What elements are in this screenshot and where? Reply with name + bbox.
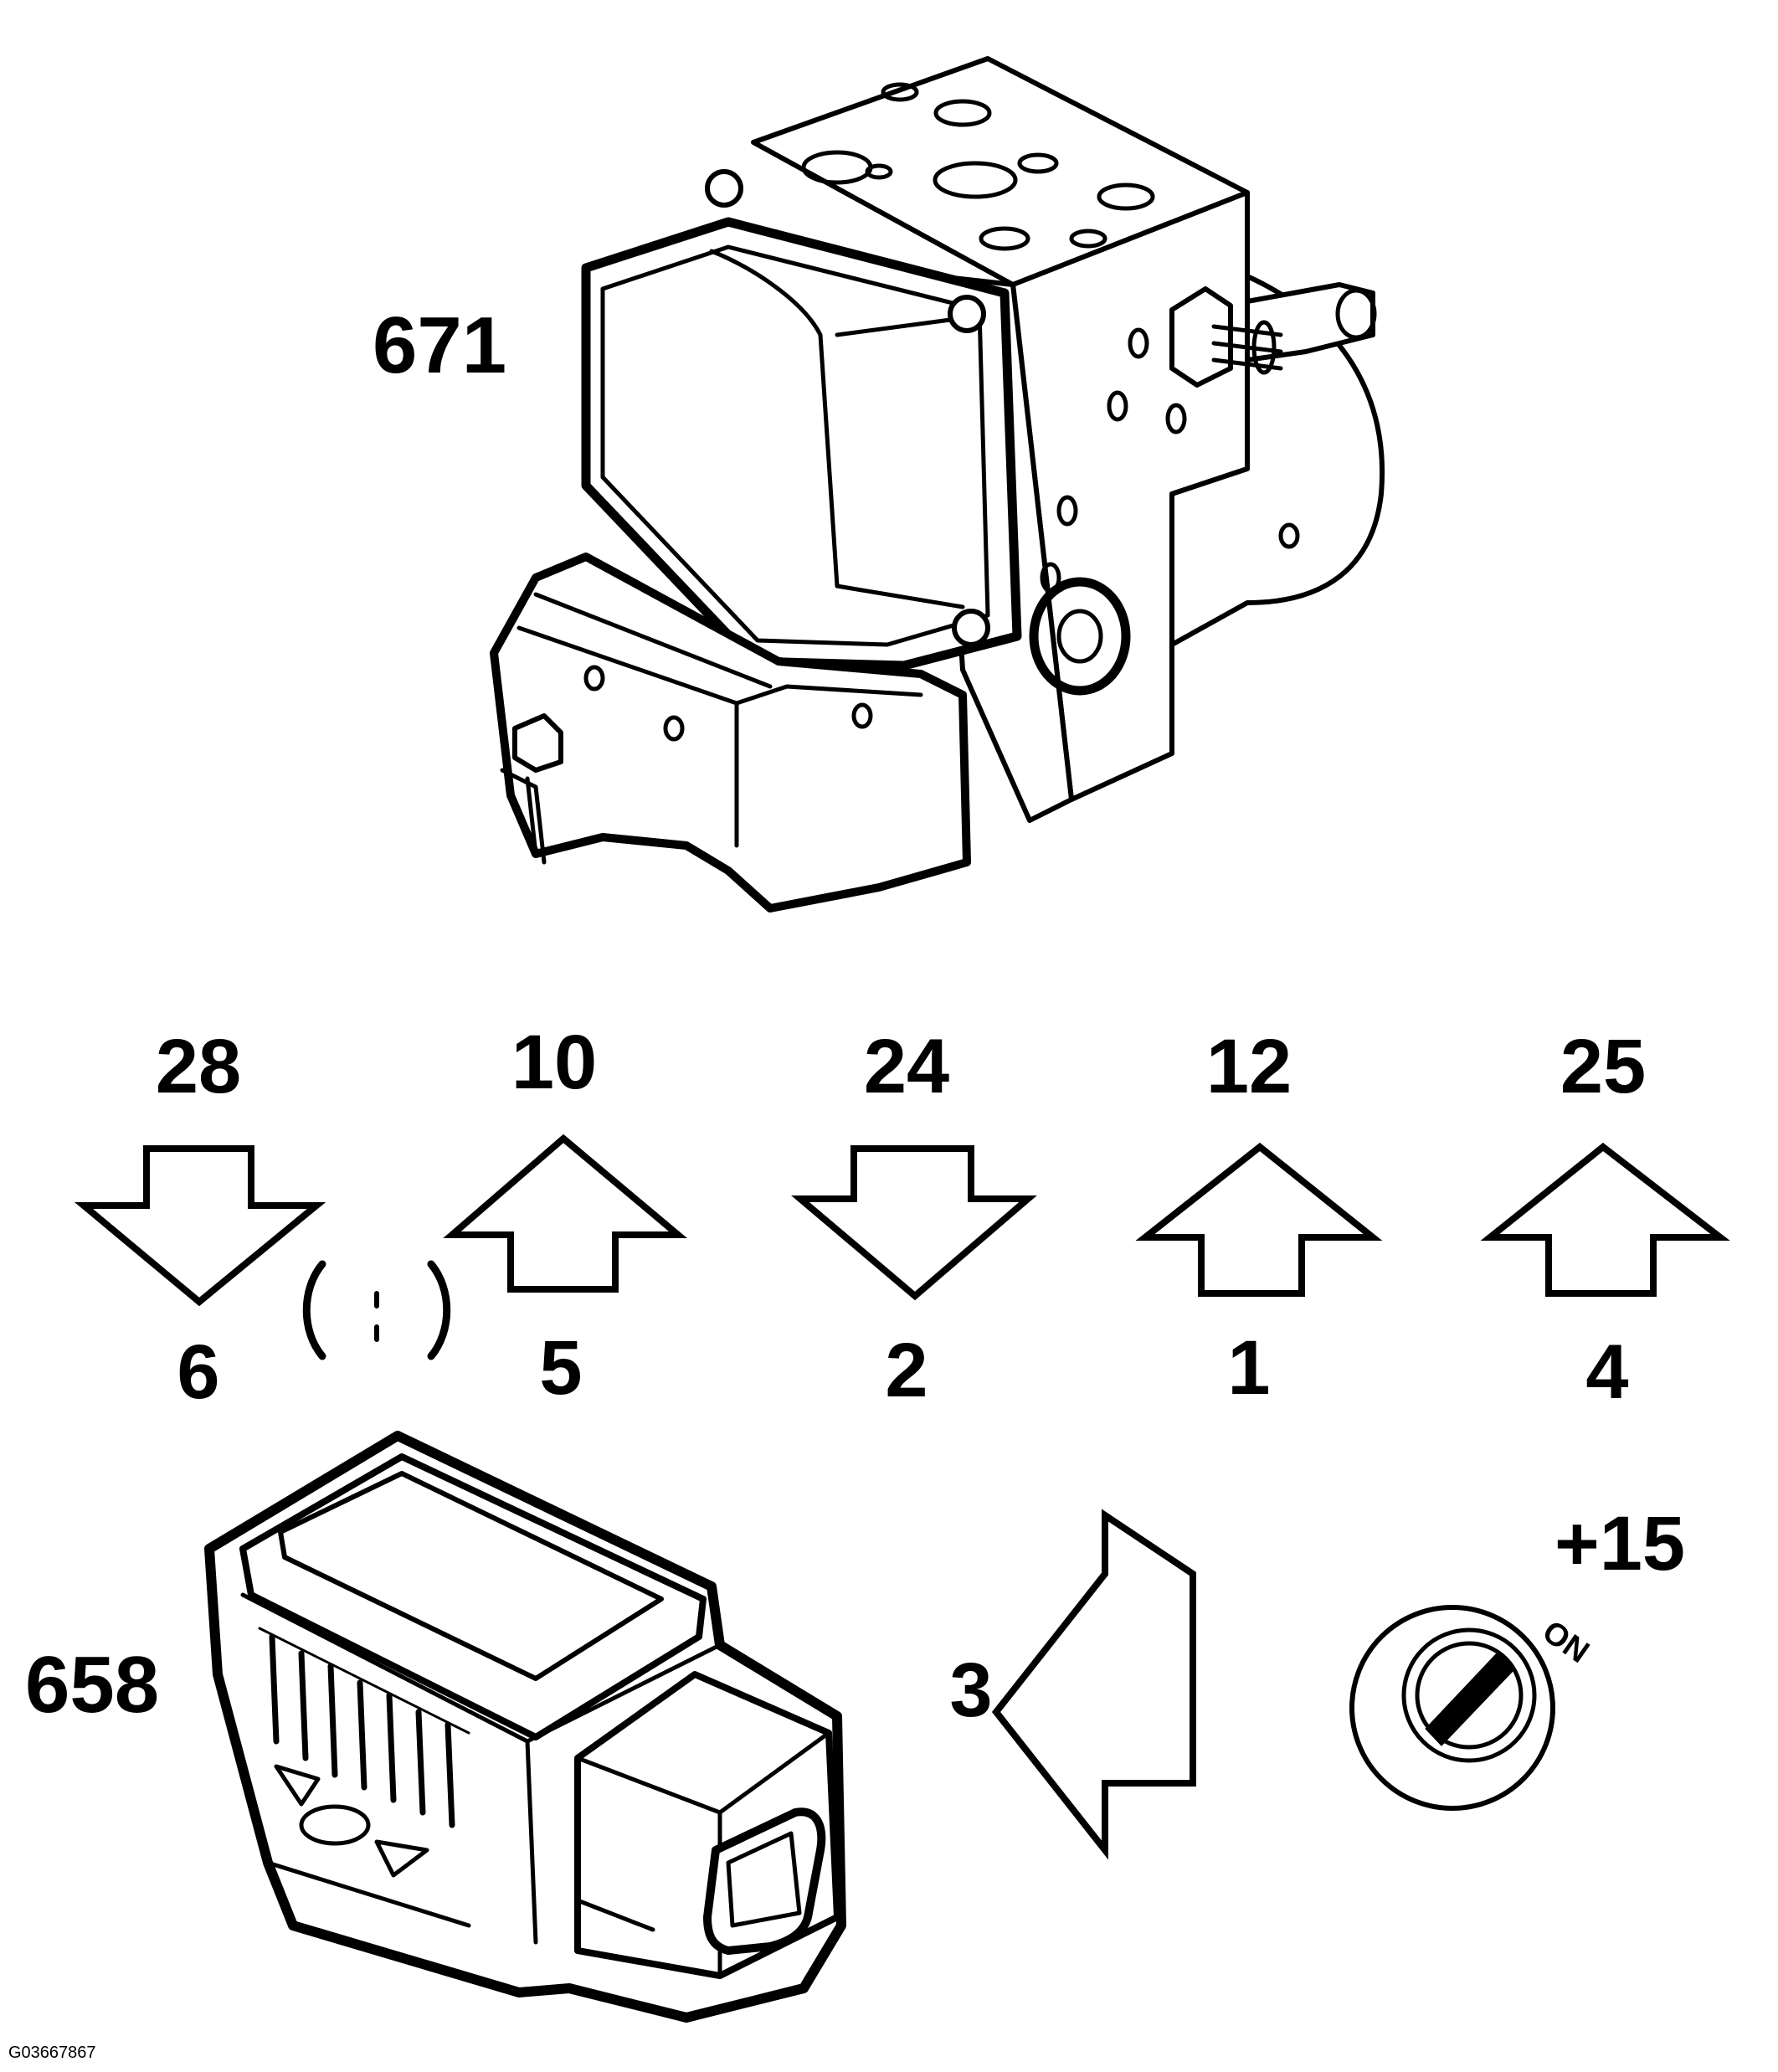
- pin-bottom-label: 2: [885, 1328, 928, 1413]
- abs-module-illustration: [490, 56, 1385, 913]
- break-mark: [302, 1260, 451, 1360]
- ignition-terminal-label: +15: [1554, 1501, 1685, 1586]
- figure-id: G03667867: [8, 2044, 96, 2062]
- arrow-left-icon: [991, 1509, 1196, 1860]
- pin-top-label: 12: [1206, 1024, 1292, 1109]
- pin-arrow-group-3: 24 2: [791, 1024, 1037, 1413]
- pin-bottom-label: 4: [1585, 1329, 1628, 1415]
- arrow-up-icon: [1135, 1142, 1383, 1297]
- pin-bottom-label: 5: [539, 1325, 582, 1411]
- ignition-pin-label: 3: [949, 1648, 992, 1733]
- pin-top-label: 25: [1560, 1024, 1646, 1109]
- ignition-on-label: ON: [1536, 1614, 1596, 1670]
- yaw-sensor-illustration: [204, 1431, 846, 2023]
- pin-bottom-label: 6: [177, 1329, 219, 1415]
- pin-arrow-group-5: 25 4: [1480, 1024, 1730, 1415]
- arrow-down-icon: [74, 1145, 326, 1307]
- arrow-up-icon: [443, 1134, 687, 1293]
- abs-module-label: 671: [373, 301, 506, 390]
- pin-top-label: 28: [156, 1024, 241, 1109]
- pin-bottom-label: 1: [1227, 1325, 1270, 1411]
- arrow-up-icon: [1480, 1142, 1730, 1297]
- yaw-sensor-label: 658: [25, 1640, 159, 1730]
- ignition-switch-icon: ON: [1349, 1605, 1596, 1811]
- pin-arrow-group-4: 12 1: [1135, 1024, 1383, 1411]
- arrow-down-icon: [791, 1145, 1037, 1301]
- pin-arrow-group-1: 28 6: [74, 1024, 326, 1415]
- pin-arrow-group-2: 10 5: [443, 1020, 687, 1411]
- sensor-ribs: [258, 1627, 470, 1828]
- pin-top-label: 24: [864, 1024, 949, 1109]
- pin-top-label: 10: [511, 1020, 597, 1105]
